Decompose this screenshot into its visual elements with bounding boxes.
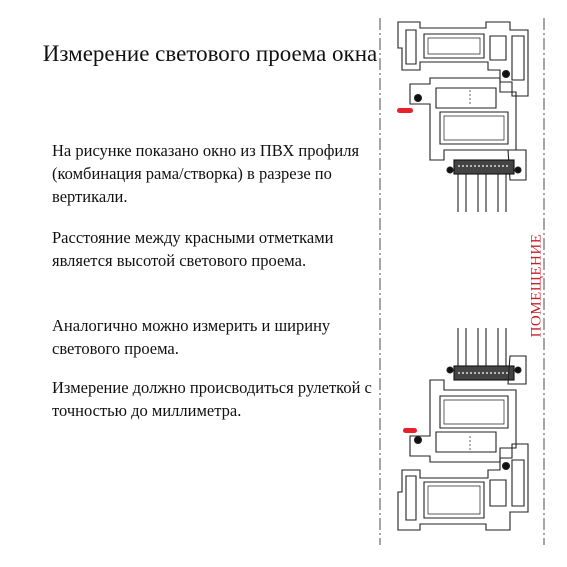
bottom-frame-outline [397,443,529,531]
light-opening-top-mark [397,108,413,113]
page-title: Измерение светового проема окна [42,41,378,66]
top-frame-chamber-main [423,33,485,59]
width-paragraph: Аналогично можно измерить и ширину свето… [52,316,331,358]
top-profile-section [397,21,529,212]
profile-drawing [379,18,545,545]
top-gasket-inner [501,69,511,79]
top-spacer-frame [453,159,515,175]
top-gasket-outer [413,93,423,103]
top-glass-gasket-inner [514,166,522,174]
bottom-profile-section [397,328,529,531]
bottom-glass-gasket-outer [446,366,454,374]
bottom-frame-chamber-room [511,459,525,507]
top-sash-reinforcement [439,111,509,145]
bottom-frame-chamber-inner [489,479,507,507]
top-reinforcement [427,37,481,55]
bottom-gasket-inner [501,461,511,471]
marks-paragraph: Расстояние между красными отметками явля… [52,228,334,270]
bottom-glazing-bead [507,355,527,385]
light-opening-bottom-mark [403,428,417,433]
top-frame-chamber-room [511,35,525,81]
top-frame-chamber-inner [489,35,507,61]
bottom-sash-core [443,399,505,425]
bottom-frame-chamber-outer [405,475,417,521]
top-frame-outline [397,21,529,97]
bottom-sash-reinforcement [439,395,509,429]
bottom-frame-chamber-main [423,481,485,519]
bottom-glass-gasket-inner [514,366,522,374]
bottom-gasket-outer [413,435,423,445]
top-frame-chamber-outer [405,29,417,65]
top-sash-outline [409,77,517,161]
bottom-reinforcement [427,485,481,515]
description-paragraph: На рисунке показано окно из ПВХ профиля … [52,141,360,206]
top-sash-core [443,115,505,141]
bottom-sash-chamber [435,431,497,453]
measurement-paragraph: Измерение должно происводиться рулеткой … [52,378,372,420]
top-sash-chamber [435,87,497,109]
top-glass-gasket-outer [446,166,454,174]
bottom-sash-outline [409,379,517,463]
